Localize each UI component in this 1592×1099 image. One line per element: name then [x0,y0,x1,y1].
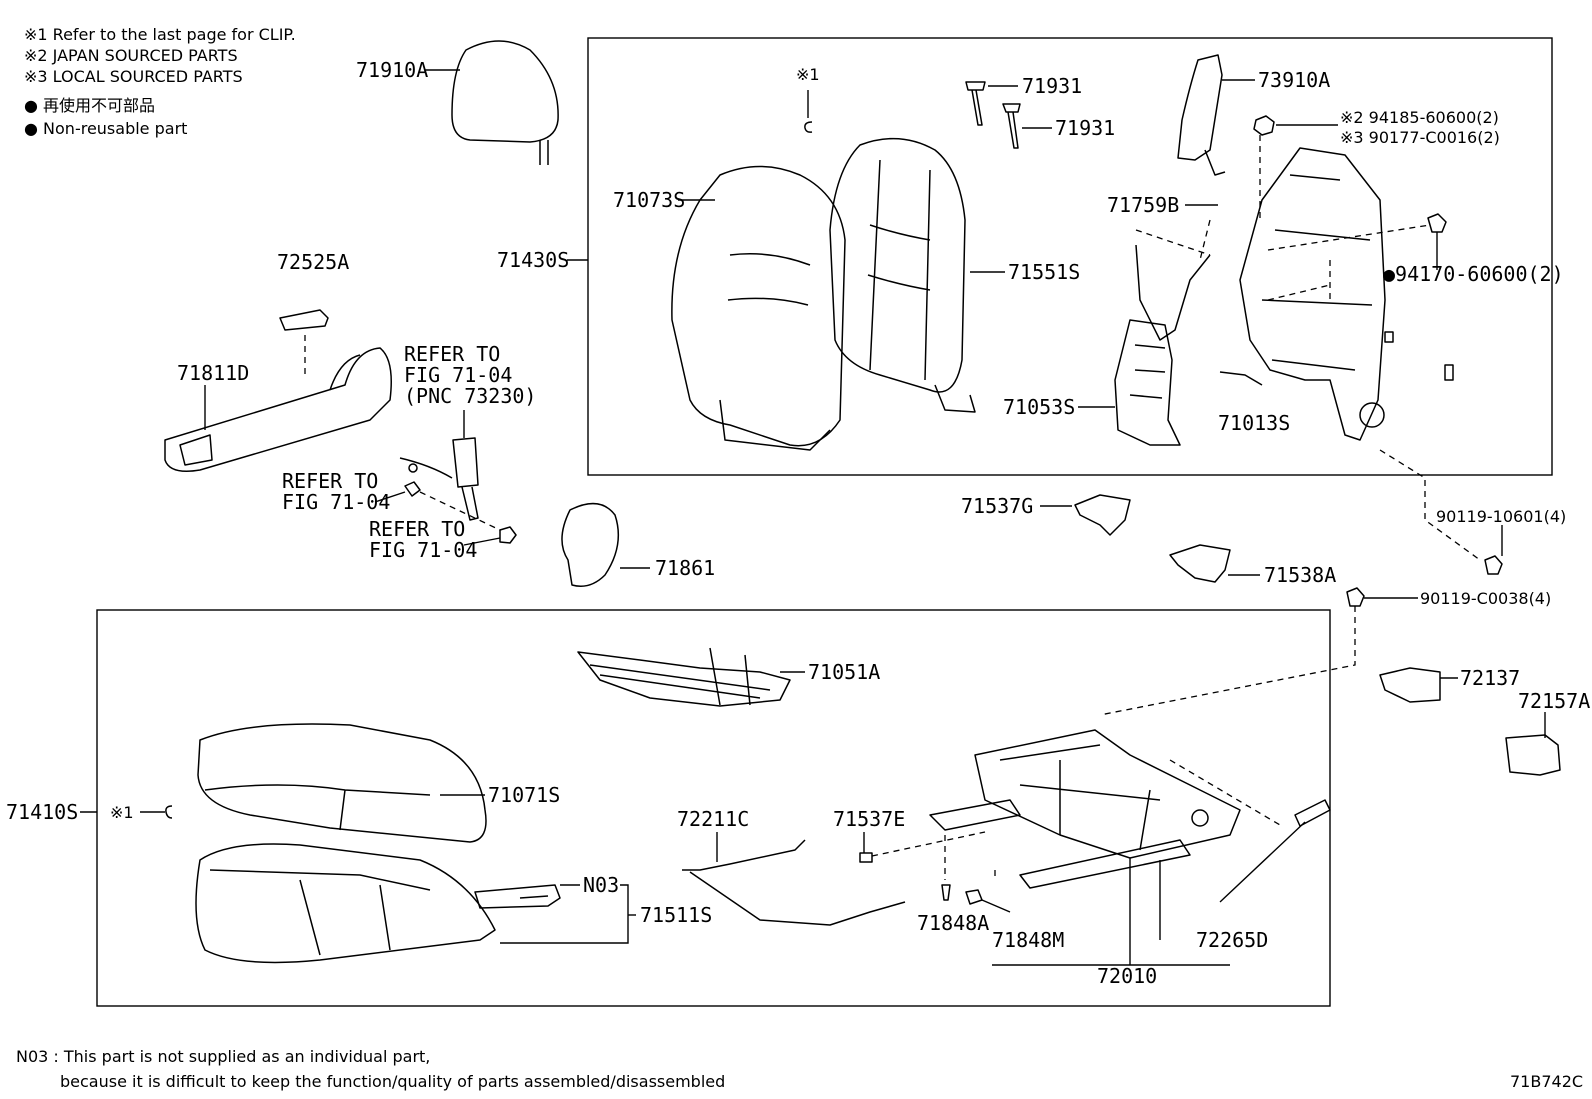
label-71931-b: 71931 [1055,116,1115,140]
label-71410S: 71410S [6,800,78,824]
label-71013S: 71013S [1218,411,1290,435]
bracket-71537G-part [1074,494,1131,536]
label-90177: ※3 90177-C0016(2) [1340,128,1500,147]
clip-bottom-icon [165,805,173,819]
seatback-cover-part [671,165,846,451]
label-72265D: 72265D [1196,928,1268,952]
refer-label-1c: (PNC 73230) [404,384,536,408]
cover-72265D-part [1294,799,1331,827]
nut-icon [1253,115,1275,136]
refer-label-2b: FIG 71-04 [282,490,390,514]
seatbelt-buckle-part [399,437,479,521]
headrest-part [425,40,559,165]
side-airbag-part [1177,54,1226,176]
label-N03: N03 [583,873,619,897]
label-72525A: 72525A [277,250,349,274]
label-71073S: 71073S [613,188,685,212]
cover-72137-part [1379,667,1441,703]
seatback-pad-part [829,137,976,413]
label-90119-10601: 90119-10601(4) [1436,507,1566,526]
label-72211C: 72211C [677,807,749,831]
nut-icon-3 [499,526,517,544]
legend: ※1 Refer to the last page for CLIP. ※2 J… [24,25,296,138]
refer-label-2a: REFER TO [282,469,378,493]
legend-note-3: ※3 LOCAL SOURCED PARTS [24,67,243,86]
bolt-10601-icon [1484,555,1503,575]
side-cover-clip-part [279,309,329,331]
cushion-cover-part [197,723,487,843]
label-71861: 71861 [655,556,715,580]
label-71537E: 71537E [833,807,905,831]
headrest-guide-parts [965,81,1021,149]
frame-clip-icons [1384,331,1454,381]
label-71538A: 71538A [1264,563,1336,587]
cushion-pad-part [195,843,496,964]
refer-label-1b: FIG 71-04 [404,363,512,387]
label-71848M: 71848M [992,928,1064,952]
label-90119-C0038: 90119-C0038(4) [1420,589,1551,608]
release-cable-part [682,839,906,926]
legend-nonreusable-jp: ● 再使用不可部品 [24,96,155,115]
bracket-71538A-part [1169,544,1231,583]
clip-71537E-icon [859,852,873,863]
seatback-assembly-box [587,37,1553,476]
figure-code: 71B742C [1510,1072,1583,1091]
label-72157A: 72157A [1518,689,1590,713]
label-71071S: 71071S [488,783,560,807]
label-73910A: 73910A [1258,68,1330,92]
label-72137: 72137 [1460,666,1520,690]
label-71811D: 71811D [177,361,249,385]
footer-n03-line1: N03 : This part is not supplied as an in… [16,1047,430,1066]
seatback-frame-part [1219,147,1431,441]
seat-side-shield-part [164,347,392,472]
label-71931-a: 71931 [1022,74,1082,98]
label-71551S: 71551S [1008,260,1080,284]
cushion-spring-part [577,647,791,707]
label-71537G: 71537G [961,494,1033,518]
cover-72157A-part [1505,734,1561,776]
cushion-insert-part [474,884,561,909]
seat-side-cover-part [561,502,620,587]
label-71053S: 71053S [1003,395,1075,419]
label-72010: 72010 [1097,964,1157,988]
lumbar-support-part [1114,319,1181,446]
refer-label-1a: REFER TO [404,342,500,366]
bolt-C0038-icon [1346,587,1365,607]
clip-ref-bottom: ※1 [110,803,134,822]
label-71910A: 71910A [356,58,428,82]
label-94170: ●94170-60600(2) [1383,262,1564,286]
seat-cushion-assembly-box [96,609,1331,1007]
refer-label-3b: FIG 71-04 [369,538,477,562]
bolt-icon [1427,213,1447,233]
legend-note-1: ※1 Refer to the last page for CLIP. [24,25,296,44]
nut-icon-2 [404,481,421,497]
legend-note-2: ※2 JAPAN SOURCED PARTS [24,46,238,65]
footer-n03-line2: because it is difficult to keep the func… [60,1072,725,1091]
label-71430S: 71430S [497,248,569,272]
seat-adjuster-track-part [929,729,1281,889]
clip-71848M-icon [965,889,983,905]
clip-ref-top: ※1 [796,65,820,84]
label-94185: ※2 94185-60600(2) [1340,108,1499,127]
label-71759B: 71759B [1107,193,1179,217]
screw-71848A-icon [941,884,951,901]
label-71848A: 71848A [917,911,989,935]
clip-top-icon [804,121,813,133]
label-71051A: 71051A [808,660,880,684]
label-71511S: 71511S [640,903,712,927]
refer-label-3a: REFER TO [369,517,465,541]
legend-nonreusable-en: ● Non-reusable part [24,119,187,138]
